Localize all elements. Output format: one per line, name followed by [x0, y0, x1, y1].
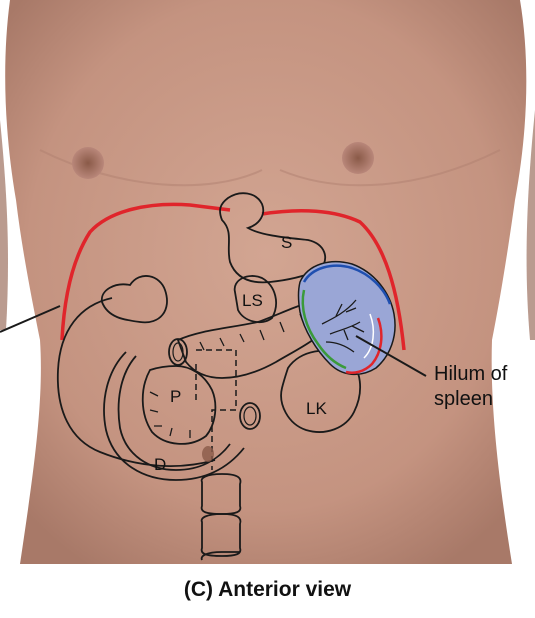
left-suprarenal-outline — [233, 275, 277, 324]
left-arm-shadow — [0, 120, 8, 330]
label-duodenum: D — [154, 455, 166, 474]
pancreas-head-outline — [141, 365, 217, 445]
cut-vessel-left — [168, 338, 188, 366]
label-stomach: S — [281, 233, 292, 252]
cut-vessel-right — [239, 402, 261, 430]
vertebra-1 — [200, 473, 242, 515]
dashed-vessel-outline — [196, 349, 237, 470]
umbilicus — [202, 446, 214, 462]
right-arm-shadow — [526, 110, 535, 340]
callout-hilum-line1: Hilum of — [434, 363, 508, 385]
hilum-leader-line — [355, 335, 427, 377]
gallbladder-outline — [101, 275, 168, 324]
figure-caption: (C) Anterior view — [183, 578, 352, 601]
label-left-kidney: LK — [306, 399, 327, 418]
spleen-border-green — [301, 289, 347, 370]
spleen-border-blue — [302, 264, 392, 305]
hilum-vessels — [321, 299, 365, 353]
costal-margin-right — [261, 208, 406, 351]
vertebra-2 — [200, 513, 242, 557]
left-leader-line — [0, 305, 61, 333]
anterior-abdomen-illustration: S LS P LK D — [0, 0, 535, 564]
ascending-colon-outline — [56, 297, 216, 467]
duodenum-outline — [103, 351, 245, 481]
costal-margin-left — [60, 202, 231, 341]
spleen-border-red — [345, 317, 383, 374]
left-nipple — [72, 147, 104, 179]
label-left-suprarenal: LS — [242, 291, 263, 310]
right-nipple — [342, 142, 374, 174]
vertebra-3 — [200, 551, 240, 561]
callout-hilum-line2: spleen — [434, 388, 493, 410]
label-pancreas: P — [170, 387, 181, 406]
